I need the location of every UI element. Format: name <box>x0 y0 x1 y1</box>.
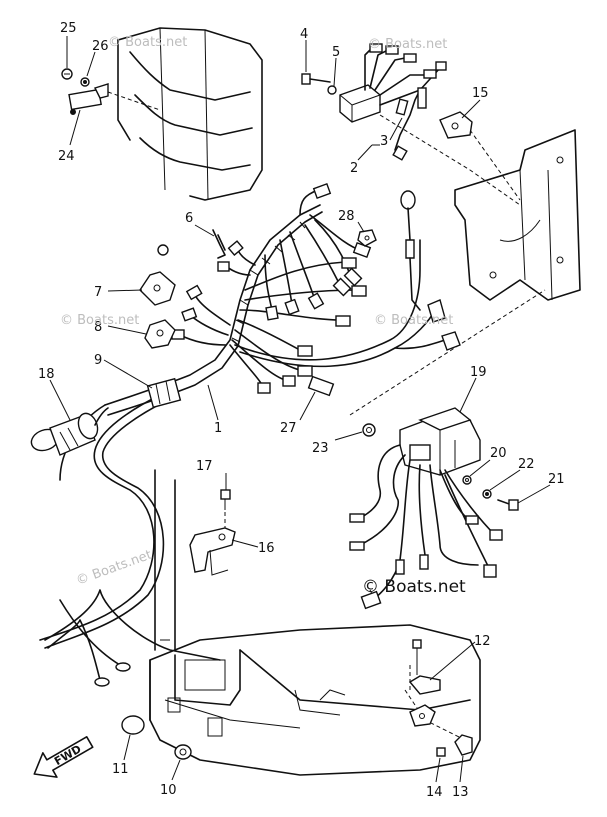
callout-25: 25 <box>60 21 77 36</box>
part-22-washer <box>482 489 492 499</box>
callout-17: 17 <box>196 459 213 474</box>
callout-9: 9 <box>94 353 102 368</box>
part-2-rectifier <box>339 43 447 123</box>
callout-14: 14 <box>426 785 443 800</box>
watermark: © Boats.net <box>108 35 187 50</box>
lower-cowling-outline <box>149 469 481 776</box>
part-28-connector <box>357 229 377 247</box>
callout-4: 4 <box>300 27 308 42</box>
engine-block-outline <box>117 27 263 201</box>
callout-15: 15 <box>472 86 489 101</box>
watermark: © Boats.net <box>374 313 453 328</box>
wire-harness-main <box>39 189 446 687</box>
part-26-washer <box>80 77 90 87</box>
part-23-grommet <box>362 423 376 437</box>
part-7-bracket <box>139 244 176 306</box>
callout-leader-lines <box>49 36 551 783</box>
part-20-nut <box>462 475 472 485</box>
callout-6: 6 <box>185 211 193 226</box>
part-21-bolt <box>497 499 519 511</box>
callout-3: 3 <box>380 134 388 149</box>
callout-13: 13 <box>452 785 469 800</box>
bracket-plate-outline <box>454 129 581 301</box>
part-15-holder <box>439 111 473 139</box>
part-19-wires <box>349 444 503 610</box>
callout-10: 10 <box>160 783 177 798</box>
callout-28: 28 <box>338 209 355 224</box>
watermark: © Boats.net <box>74 548 154 589</box>
callout-1: 1 <box>214 421 222 436</box>
part-6-clip <box>212 229 226 259</box>
callout-26: 26 <box>92 39 109 54</box>
callout-22: 22 <box>518 457 535 472</box>
part-25-screw <box>61 68 73 80</box>
part-11-grommet <box>121 715 145 735</box>
part-17-screw <box>220 489 231 510</box>
callout-23: 23 <box>312 441 329 456</box>
callout-27: 27 <box>280 421 297 436</box>
part-12-clamp <box>408 639 441 695</box>
main-plug-18 <box>30 407 109 456</box>
callout-21: 21 <box>548 472 565 487</box>
part-13-cap <box>454 734 473 756</box>
part-14-screw <box>436 747 446 757</box>
watermark: © Boats.net <box>368 37 447 52</box>
fwd-label: FWD <box>52 742 83 768</box>
callout-24: 24 <box>58 149 75 164</box>
part-16-bracket <box>189 527 236 576</box>
part-13b-clip <box>409 704 436 727</box>
callout-7: 7 <box>94 285 102 300</box>
sensor-probe <box>400 190 461 351</box>
part-10-grommet <box>174 744 192 760</box>
part-5-nut <box>327 85 337 95</box>
part-19-cdi-unit <box>399 407 481 476</box>
callout-20: 20 <box>490 446 507 461</box>
callout-5: 5 <box>332 45 340 60</box>
callout-18: 18 <box>38 367 55 382</box>
callout-16: 16 <box>258 541 275 556</box>
connector-27 <box>307 375 335 397</box>
callout-labels: 25 26 24 4 5 15 3 2 6 28 7 8 9 18 1 27 1… <box>38 21 565 800</box>
part-4-bolt <box>301 73 331 85</box>
part-8-clamp <box>144 319 176 349</box>
harness-holder-9 <box>146 377 182 409</box>
part-24-relay <box>68 83 109 115</box>
callout-11: 11 <box>112 762 129 777</box>
callout-12: 12 <box>474 634 491 649</box>
callout-2: 2 <box>350 161 358 176</box>
part-3-fuse <box>392 87 427 161</box>
watermark-main: © Boats.net <box>362 577 466 597</box>
fwd-arrow: FWD <box>33 736 94 778</box>
callout-19: 19 <box>470 365 487 380</box>
watermark: © Boats.net <box>60 313 139 328</box>
callout-8: 8 <box>94 320 102 335</box>
